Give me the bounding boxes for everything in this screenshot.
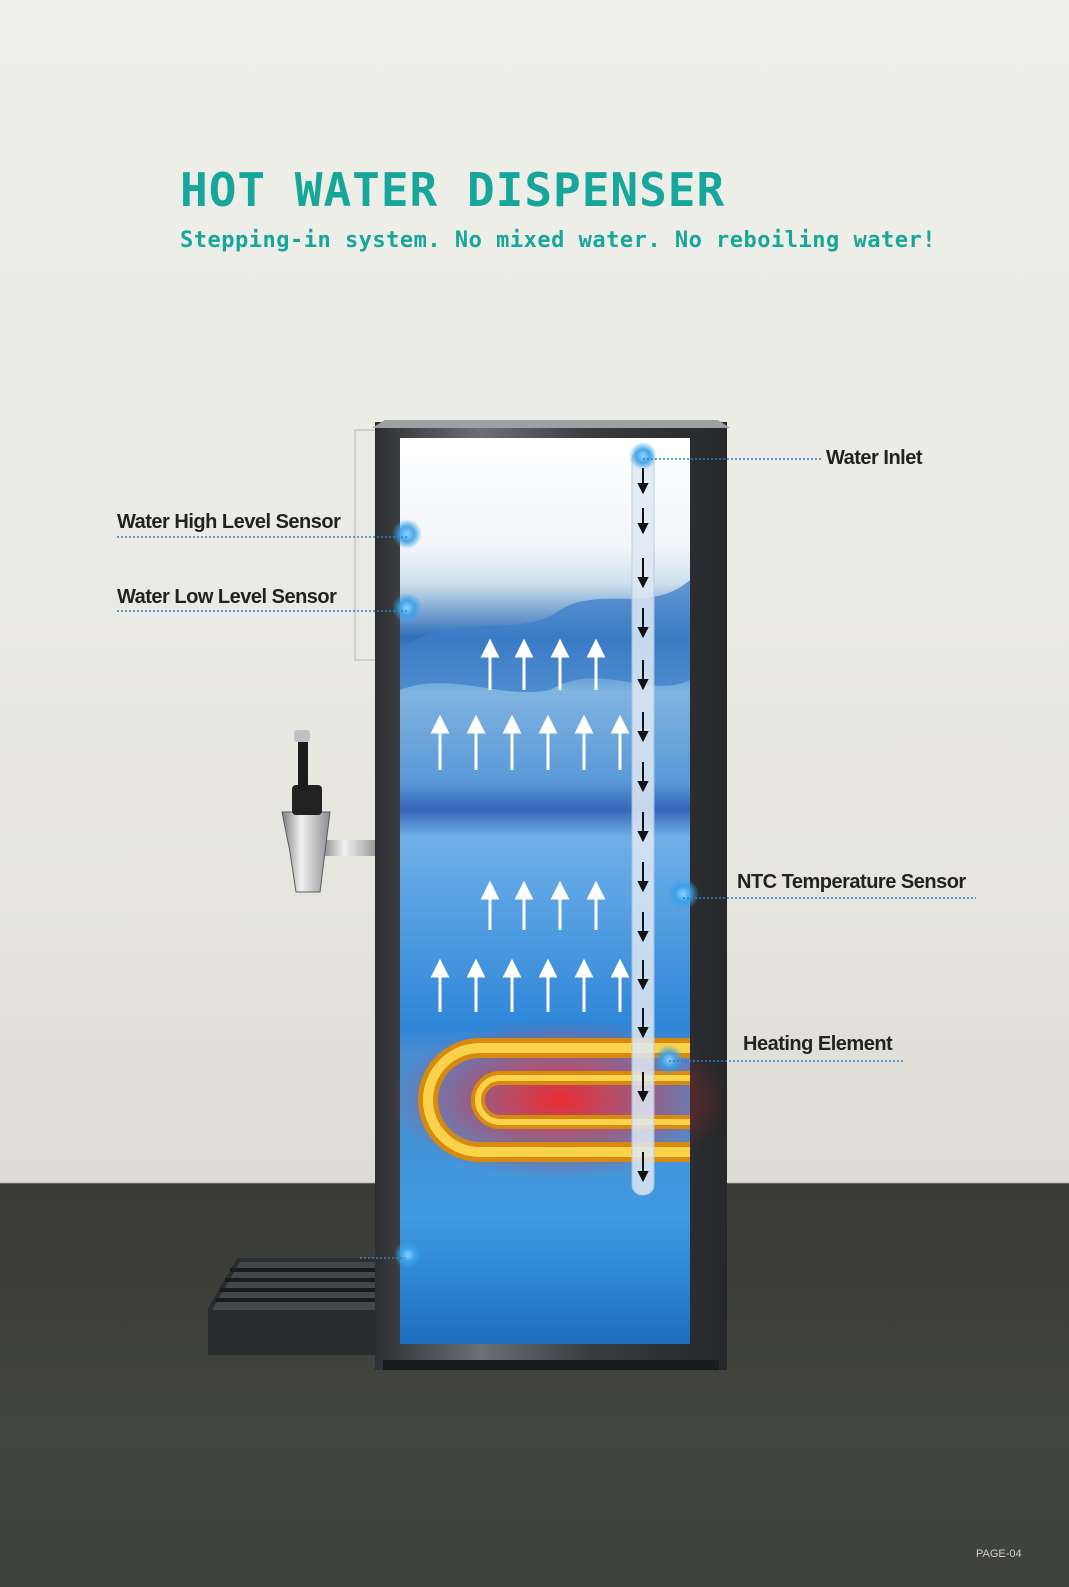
low-level-sensor-label: Water Low Level Sensor bbox=[117, 586, 337, 608]
heating-element-label: Heating Element bbox=[743, 1033, 893, 1055]
back-panel bbox=[354, 429, 378, 661]
heating-element bbox=[390, 1020, 730, 1180]
page-subtitle: Stepping-in system. No mixed water. No r… bbox=[180, 228, 936, 253]
ntc-sensor-label: NTC Temperature Sensor bbox=[737, 871, 966, 893]
inlet-point bbox=[629, 442, 657, 470]
page-title: HOT WATER DISPENSER bbox=[180, 163, 726, 217]
ntc-sensor-point bbox=[667, 878, 699, 910]
upward-flow-arrows bbox=[430, 638, 630, 1012]
water-wave bbox=[400, 580, 690, 693]
drip-tray bbox=[208, 1258, 382, 1355]
drain-point bbox=[394, 1241, 422, 1269]
low-level-sensor-point bbox=[392, 593, 422, 623]
high-level-sensor-label: Water High Level Sensor bbox=[117, 511, 341, 533]
inlet-pipe bbox=[631, 449, 655, 1196]
page-number: PAGE-04 bbox=[976, 1548, 1022, 1560]
callout-leader-lines bbox=[117, 458, 976, 1259]
high-level-sensor-point bbox=[392, 519, 422, 549]
water-inlet-label: Water Inlet bbox=[826, 447, 923, 469]
faucet bbox=[281, 730, 380, 893]
heating-element-point bbox=[654, 1045, 684, 1075]
